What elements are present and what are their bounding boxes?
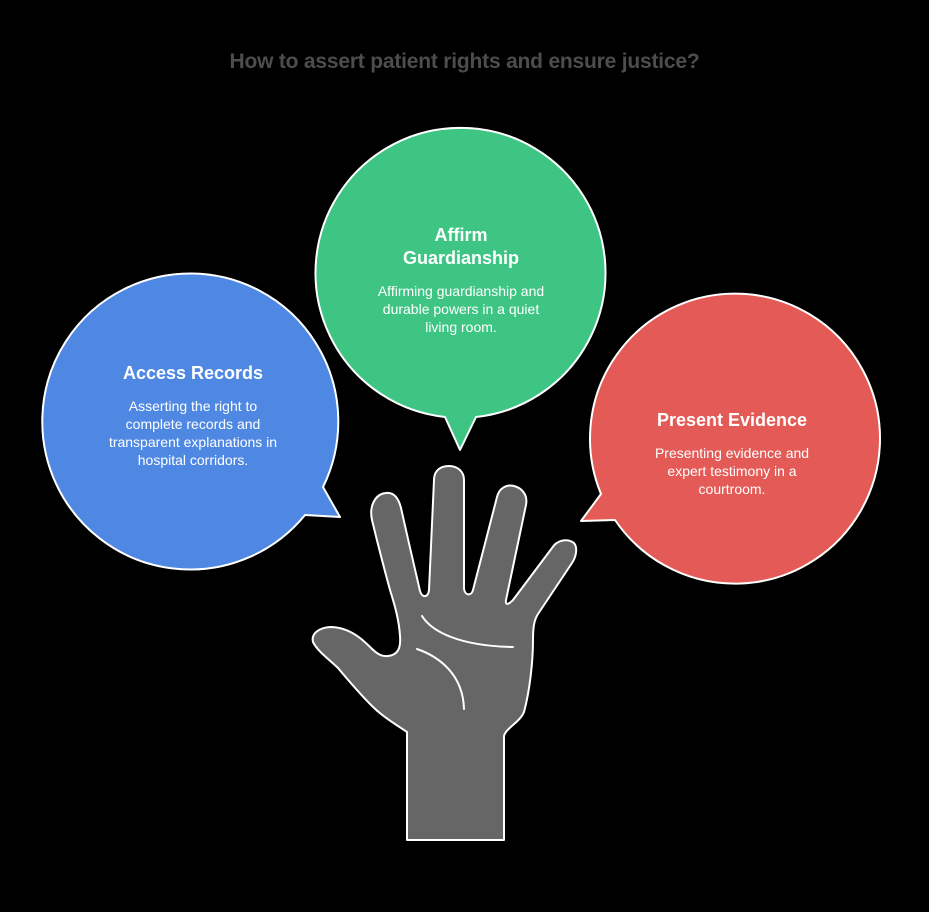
bubble-desc-present-evidence: Presenting evidence and expert testimony…	[654, 445, 810, 497]
bubble-desc-access-records: Asserting the right to complete records …	[108, 398, 278, 468]
bubble-content-access-records: Access Records Asserting the right to co…	[107, 362, 279, 469]
bubble-content-present-evidence: Present Evidence Presenting evidence and…	[644, 409, 820, 498]
bubble-content-affirm-guardianship: Affirm Guardianship Affirming guardiansh…	[377, 224, 545, 336]
palm-line-heart	[421, 615, 514, 648]
speech-bubble-affirm-guardianship	[314, 126, 607, 451]
diagram-title: How to assert patient rights and ensure …	[229, 50, 700, 73]
bubble-desc-affirm-guardianship: Affirming guardianship and durable power…	[377, 283, 545, 335]
palm-line-life	[416, 648, 465, 710]
bubble-title-access-records: Access Records	[122, 363, 264, 383]
bubble-title-affirm-guardianship: Affirm Guardianship	[402, 225, 519, 268]
bubble-title-present-evidence: Present Evidence	[656, 410, 808, 430]
raised-hand-icon	[311, 465, 578, 841]
speech-bubble-present-evidence	[580, 292, 881, 585]
speech-bubble-access-records	[41, 272, 341, 571]
